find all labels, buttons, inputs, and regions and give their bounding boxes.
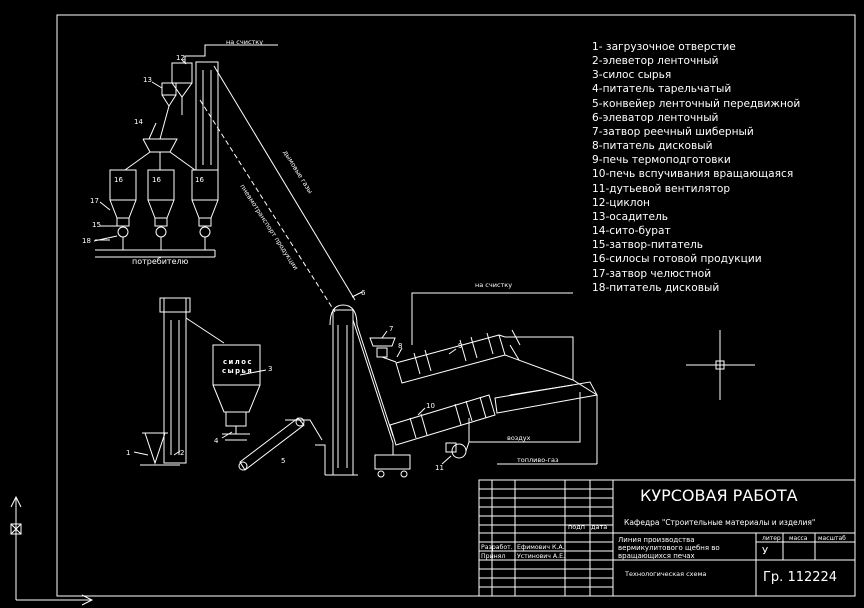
callout-8: 8 xyxy=(398,342,402,350)
accepted-name: Устинович А.Е. xyxy=(517,553,565,560)
callout-10: 10 xyxy=(426,402,435,410)
legend-item: 5-конвейер ленточный передвижной xyxy=(592,97,801,110)
legend-item: 4-питатель тарельчатый xyxy=(592,83,732,96)
callout-15: 15 xyxy=(92,221,101,229)
callout-13: 13 xyxy=(143,76,152,84)
ucs-axes-icon[interactable] xyxy=(10,495,94,606)
callout-6: 6 xyxy=(361,289,366,297)
drawing-name-line3: вращающихся печах xyxy=(618,552,695,560)
callout-12: 12 xyxy=(176,54,185,62)
legend-item: 3-силос сырья xyxy=(592,69,672,82)
callout-11: 11 xyxy=(435,464,444,472)
cursor-crosshair-icon xyxy=(686,330,755,400)
legend-item: 13-осадитель xyxy=(592,210,669,223)
legend-item: 10-печь вспучивания вращающаяся xyxy=(592,168,794,181)
callout-4: 4 xyxy=(214,437,219,445)
sheet-type-text: Технологическая схема xyxy=(624,570,706,578)
callout-7: 7 xyxy=(389,325,393,333)
callout-5: 5 xyxy=(281,457,285,465)
legend-item: 6-элеватор ленточный xyxy=(592,111,719,124)
raw-material-intake xyxy=(133,297,323,471)
legend-list: 1- загрузочное отверстие 2-элеветор лент… xyxy=(592,40,800,295)
air-label: воздух xyxy=(507,434,531,442)
department-text: Кафедра "Строительные материалы и издели… xyxy=(624,518,815,527)
to-consumer-label: потребителю xyxy=(132,257,189,266)
podp-label: подп xyxy=(568,523,585,531)
drawing-name-line1: Линия производства xyxy=(618,536,695,544)
data-label: дата xyxy=(591,523,607,531)
callout-16a: 16 xyxy=(114,176,123,184)
flue-gas-duct xyxy=(213,65,356,301)
liter-value: У xyxy=(762,546,768,557)
legend-item: 12-циклон xyxy=(592,196,650,209)
title-text: КУРСОВАЯ РАБОТА xyxy=(640,486,798,505)
drawing-frame xyxy=(56,14,856,597)
developed-label: Разработ. xyxy=(481,543,513,551)
finished-product-silos xyxy=(93,44,278,258)
legend-item: 18-питатель дисковый xyxy=(592,281,720,294)
liter-label: литер xyxy=(762,535,781,542)
legend-item: 11-дутьевой вентилятор xyxy=(592,182,731,195)
elevator-6 xyxy=(315,291,394,476)
accepted-label: Принял xyxy=(481,553,505,560)
fuel-gas-label: топливо-газ xyxy=(517,456,559,464)
legend-item: 17-затвор челюстной xyxy=(592,267,712,280)
legend-item: 9-печь термоподготовки xyxy=(592,154,731,167)
pneumotransport-line xyxy=(199,99,336,313)
to-cleaning-mid-label: на счистку xyxy=(475,281,512,289)
scale-label: масштаб xyxy=(818,535,846,542)
callout-18: 18 xyxy=(82,237,91,245)
callout-16c: 16 xyxy=(195,176,204,184)
legend-item: 7-затвор реечный шиберный xyxy=(592,125,754,138)
legend-item: 1- загрузочное отверстие xyxy=(592,41,736,53)
pneumotransport-label: пневмотранспорт продукции xyxy=(238,183,300,272)
silo-raw-label-line1: силос xyxy=(223,358,253,366)
drawing-name-line2: вермикулитового щебня во xyxy=(618,544,720,552)
callout-1: 1 xyxy=(126,449,130,457)
callout-3: 3 xyxy=(268,365,272,373)
legend-item: 15-затвор-питатель xyxy=(592,239,704,252)
legend-item: 2-элеветор ленточный xyxy=(592,55,719,68)
mass-label: масса xyxy=(789,535,808,542)
callout-14: 14 xyxy=(134,118,143,126)
group-text: Гр. 112224 xyxy=(763,570,837,585)
legend-item: 8-питатель дисковый xyxy=(592,140,713,153)
callout-2: 2 xyxy=(180,449,184,457)
kilns xyxy=(369,292,598,478)
silo-raw-label-line2: сырья xyxy=(222,367,253,375)
callout-16b: 16 xyxy=(152,176,161,184)
developed-name: Ефимович К.А. xyxy=(517,544,565,551)
legend-item: 16-силосы готовой продукции xyxy=(592,253,762,266)
callout-17: 17 xyxy=(90,197,99,205)
callout-9: 9 xyxy=(458,342,462,350)
to-cleaning-top-label: на счистку xyxy=(226,38,263,46)
title-block xyxy=(478,479,856,597)
flue-gases-label: дымовые газы xyxy=(281,149,314,195)
title-block-text: КУРСОВАЯ РАБОТА Кафедра "Строительные ма… xyxy=(481,486,846,585)
legend-item: 14-сито-бурат xyxy=(592,225,671,238)
